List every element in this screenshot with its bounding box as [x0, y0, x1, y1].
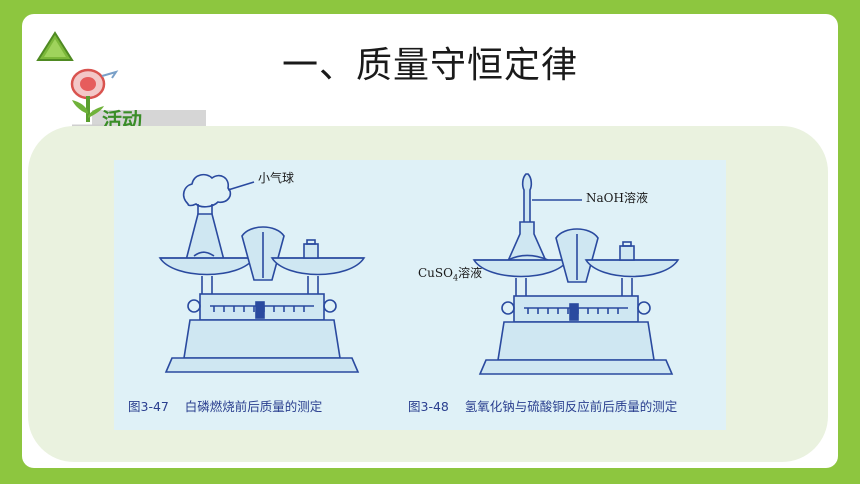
cuso4-formula: CuSO — [418, 266, 453, 280]
page-title: 一、质量守恒定律 — [281, 45, 578, 86]
cuso4-subscript: 4 — [452, 273, 459, 283]
slide: 一、质量守恒定律 活动 — [22, 14, 838, 468]
callout-balloon: 小气球 — [258, 171, 295, 185]
balance-illustrations — [158, 173, 680, 375]
figure-caption-text-2: 氢氧化钠与硫酸铜反应前后质量的测定 — [464, 399, 678, 414]
green-triangle-icon — [36, 31, 74, 61]
figure-caption-1: 图3-47 白磷燃烧前后质量的测定 — [128, 396, 322, 415]
figure-caption-text-1: 白磷燃烧前后质量的测定 — [184, 399, 323, 414]
figure-number-1: 图3-47 — [128, 399, 169, 414]
cuso4-solution-word: 溶液 — [458, 266, 483, 280]
figure-caption-2: 图3-48 氢氧化钠与硫酸铜反应前后质量的测定 — [408, 396, 677, 415]
figure-number-2: 图3-48 — [408, 399, 449, 414]
figure-image: 小气球 NaOH溶液 CuSO4溶液 图3-47 白磷燃烧前后质量的测定 图3-… — [114, 160, 726, 430]
callout-cuso4-solution: CuSO4溶液 — [418, 264, 482, 282]
callout-naoh-solution: NaOH溶液 — [586, 191, 648, 205]
activity-badge: 活动 — [66, 66, 216, 134]
